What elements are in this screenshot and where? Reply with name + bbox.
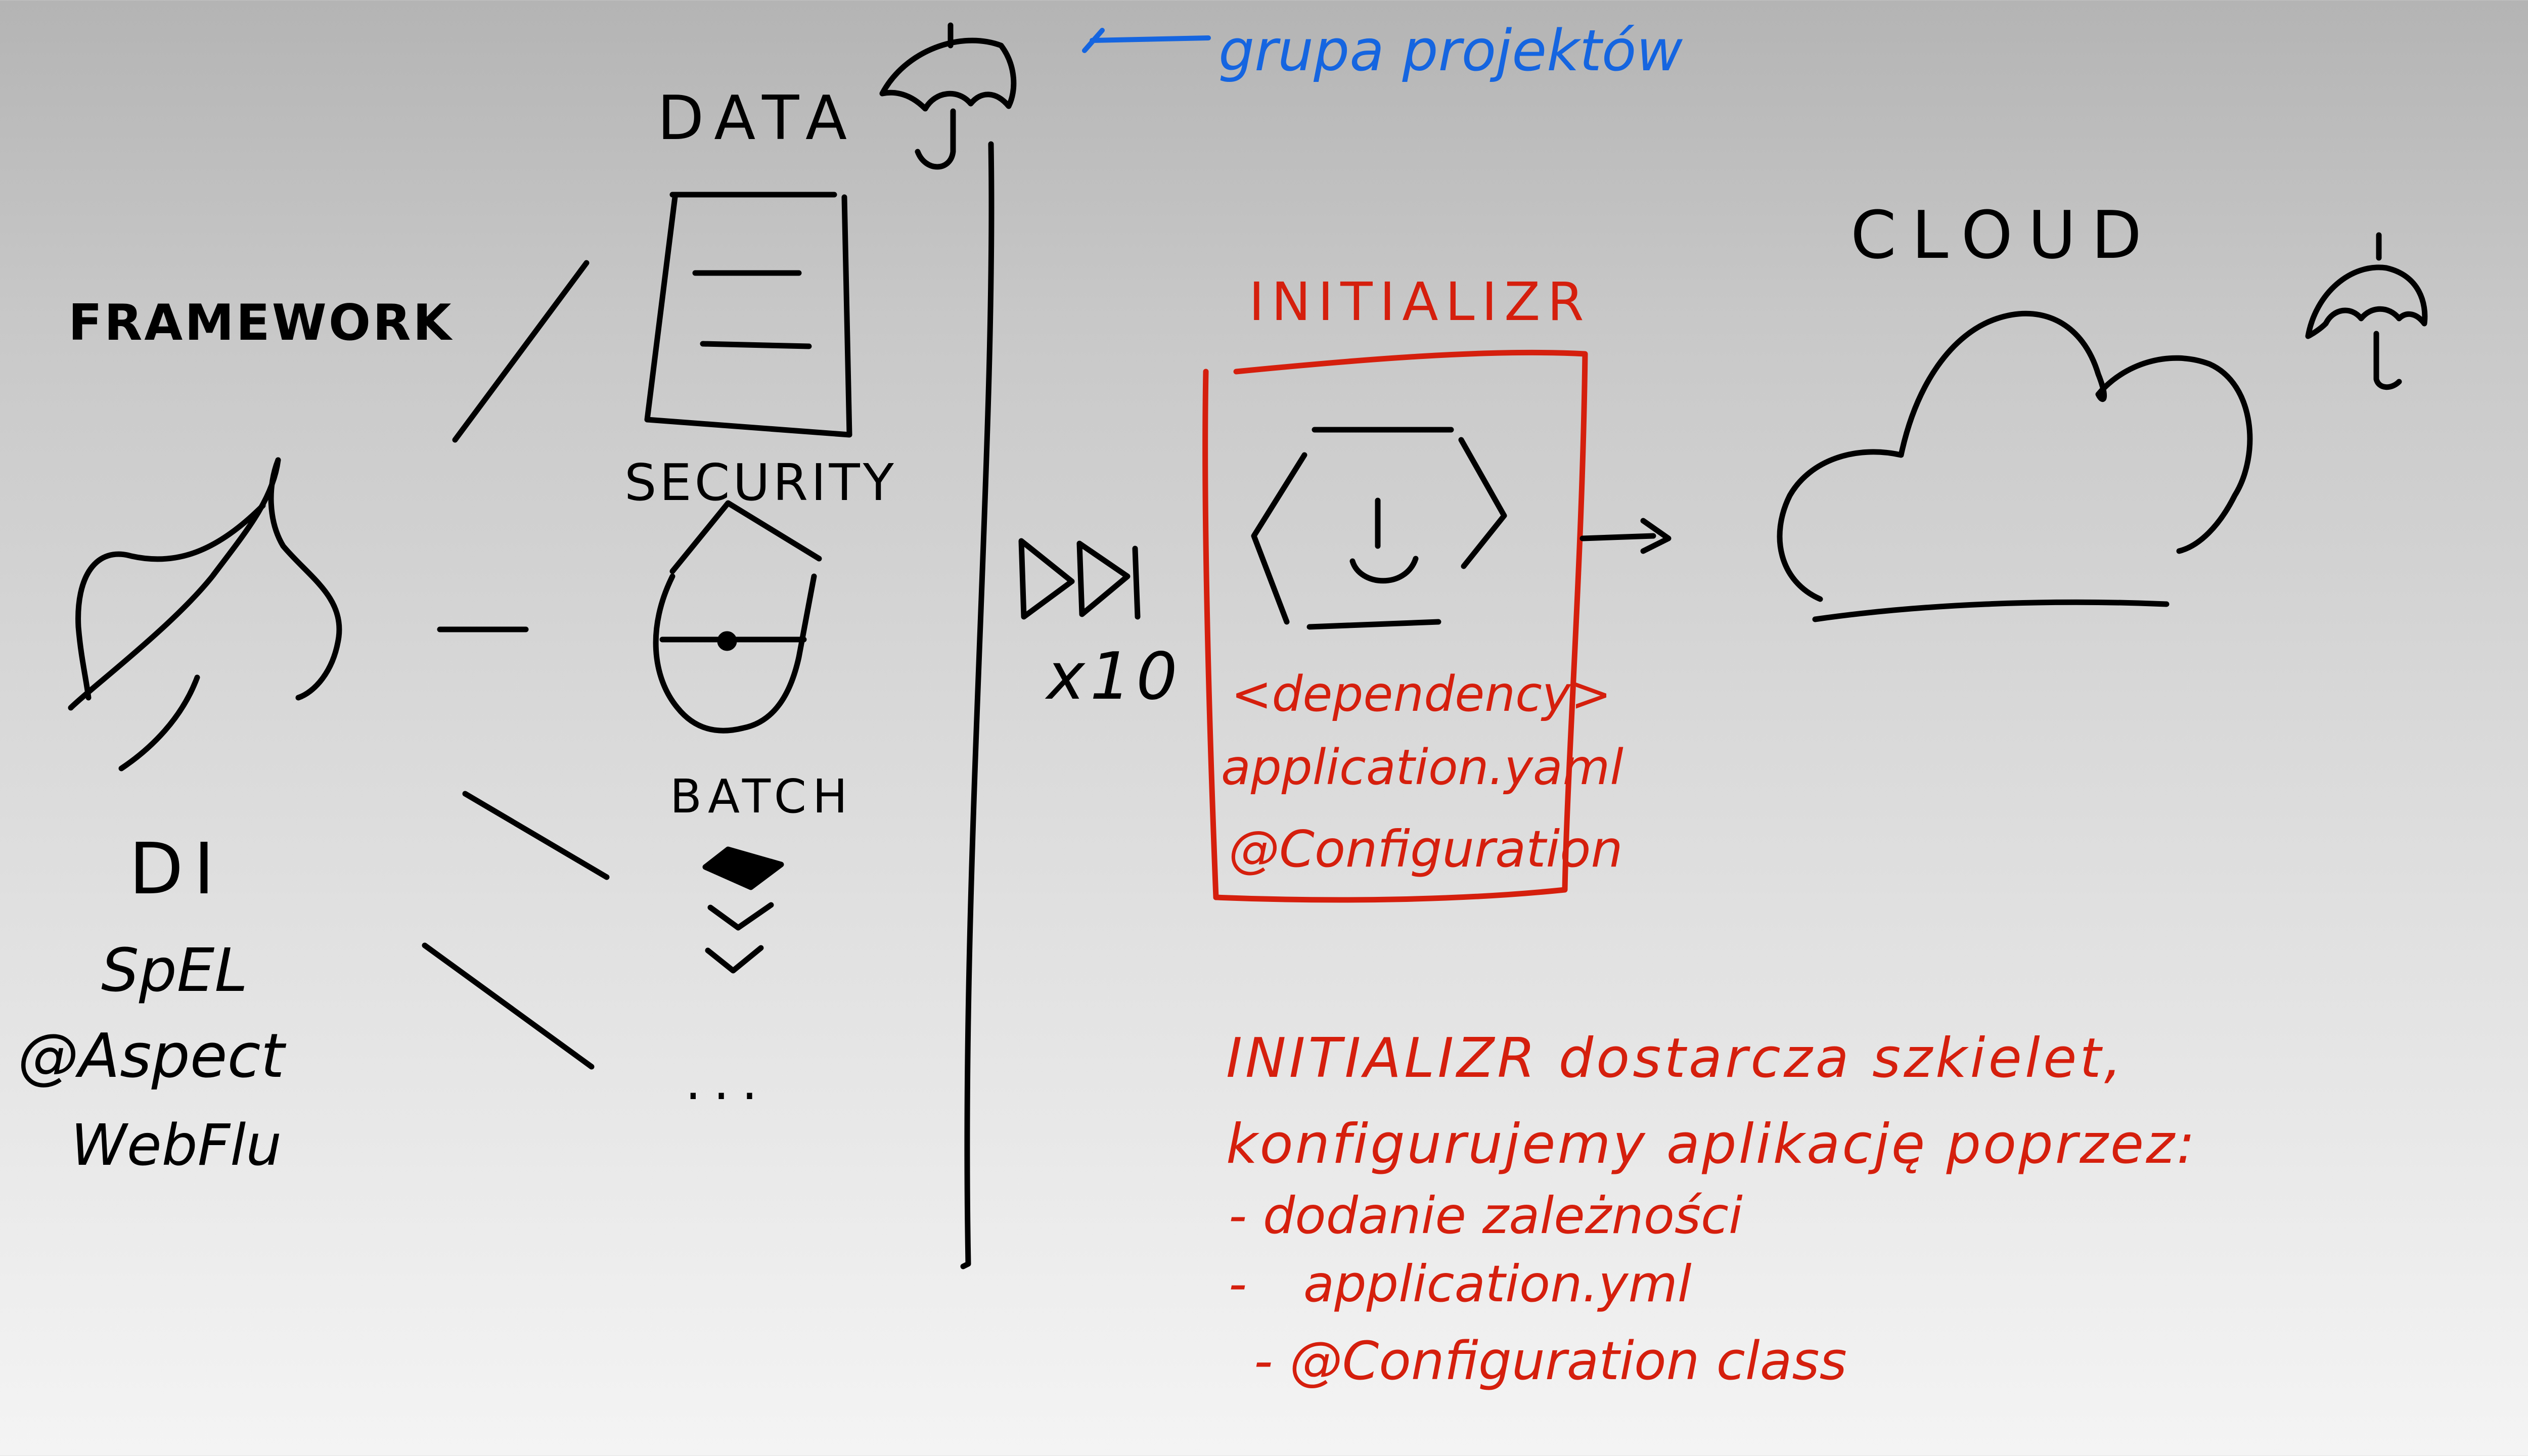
security-shield-icon: [653, 500, 822, 734]
batch-label: BATCH: [670, 769, 854, 824]
divider-line: [960, 141, 995, 1269]
group-note-label: grupa projektów: [1218, 18, 1683, 84]
spel-label: SpEL: [101, 935, 248, 1005]
to-cloud-arrow: [1579, 518, 1672, 554]
configuration-label: @Configuration: [1229, 820, 1623, 879]
batch-stack-icon: [702, 846, 784, 974]
fast-forward-icon: [1018, 538, 1141, 620]
dependency-label: <dependency>: [1231, 666, 1612, 722]
power-hexagon-icon: [1251, 427, 1507, 630]
connector-lines: [422, 260, 610, 1070]
data-document-icon: [644, 192, 852, 438]
security-label: SECURITY: [624, 453, 897, 512]
summary-bullet-2: - application.yml: [1229, 1254, 1692, 1313]
application-yaml-label: application.yaml: [1221, 739, 1623, 796]
group-note-arrow: [1082, 28, 1211, 53]
framework-label: FRAMEWORK: [68, 294, 454, 352]
cloud-label: CLOUD: [1850, 197, 2157, 274]
more-modules-label: ...: [685, 1052, 770, 1111]
cloud-icon: [1777, 310, 2253, 622]
initializr-box: [1202, 349, 1588, 903]
summary-line2: konfigurujemy aplikację poprzez:: [1226, 1113, 2197, 1176]
di-label: DI: [129, 828, 225, 911]
summary-bullet-1: - dodanie zależności: [1229, 1186, 1743, 1245]
initializr-title: INITIALIZR: [1249, 271, 1591, 333]
data-label: DATA: [657, 83, 859, 154]
spring-leaf-icon: [68, 457, 342, 771]
umbrella-icon: [879, 22, 1017, 170]
aspect-label: @Aspect: [18, 1021, 285, 1091]
summary-heading: INITIALIZR dostarcza szkielet,: [1226, 1027, 2125, 1090]
webflux-label: WebFlu: [71, 1113, 282, 1178]
multiplier-label: x10: [1047, 639, 1183, 714]
small-umbrella-icon: [2305, 232, 2428, 390]
summary-bullet-3: - @Configuration class: [1254, 1330, 1847, 1392]
